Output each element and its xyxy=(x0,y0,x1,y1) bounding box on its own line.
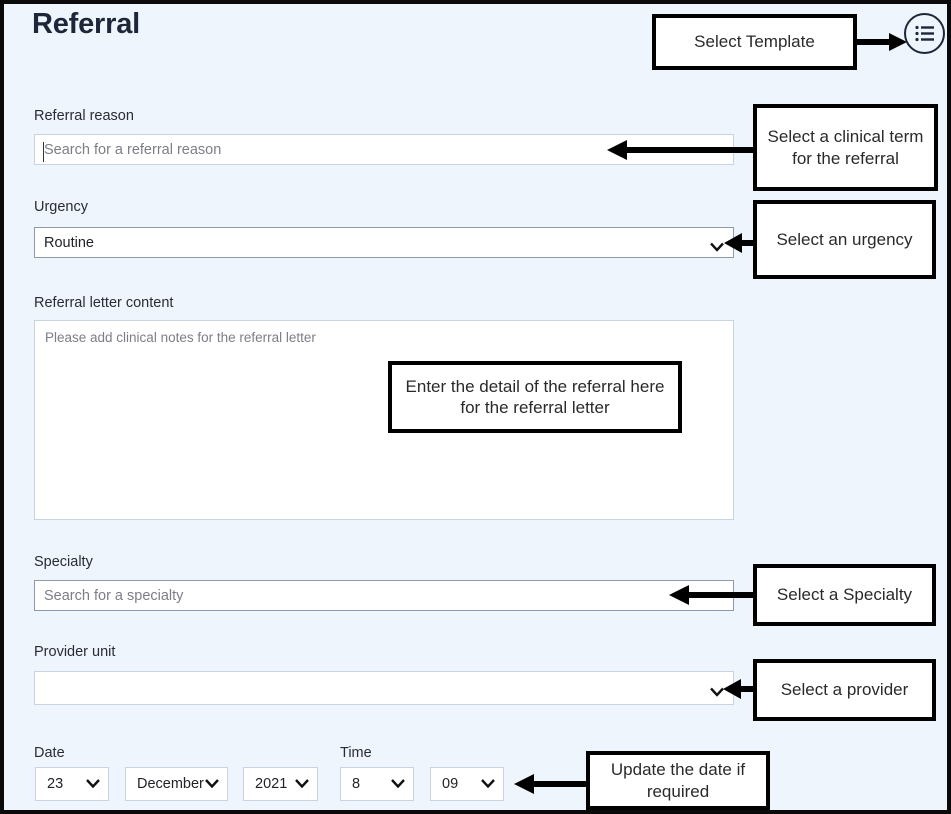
date-year-select[interactable]: 2021 xyxy=(243,767,318,801)
time-minute-select[interactable]: 09 xyxy=(430,767,504,801)
referral-reason-placeholder: Search for a referral reason xyxy=(44,141,222,158)
date-year-value: 2021 xyxy=(255,776,288,792)
callout-referral-letter-content: Enter the detail of the referral here fo… xyxy=(388,361,682,433)
label-referral-letter-content: Referral letter content xyxy=(34,295,174,311)
arrow-date xyxy=(514,771,590,797)
provider-unit-select[interactable] xyxy=(34,671,734,705)
chevron-down-icon xyxy=(295,775,309,793)
time-minute-value: 09 xyxy=(442,776,459,792)
callout-select-template: Select Template xyxy=(652,14,857,70)
label-provider-unit: Provider unit xyxy=(34,644,116,660)
callout-specialty: Select a Specialty xyxy=(753,564,936,626)
chevron-down-icon xyxy=(86,775,100,793)
select-template-button[interactable] xyxy=(904,13,945,54)
callout-provider-unit: Select a provider xyxy=(753,659,936,721)
arrow-template xyxy=(855,29,907,55)
callout-referral-reason: Select a clinical term for the referral xyxy=(753,104,938,191)
label-urgency: Urgency xyxy=(34,199,88,215)
time-hour-select[interactable]: 8 xyxy=(340,767,414,801)
date-month-value: December xyxy=(137,776,204,792)
chevron-down-icon xyxy=(391,775,405,793)
time-hour-value: 8 xyxy=(352,776,361,792)
arrow-provider-unit xyxy=(723,676,757,702)
arrow-urgency xyxy=(724,230,756,256)
page-title: Referral xyxy=(32,8,141,40)
specialty-input[interactable]: Search for a specialty xyxy=(34,580,734,611)
callout-date: Update the date if required xyxy=(586,751,770,810)
date-day-select[interactable]: 23 xyxy=(35,767,109,801)
specialty-placeholder: Search for a specialty xyxy=(44,587,184,604)
callout-urgency: Select an urgency xyxy=(753,200,936,279)
label-specialty: Specialty xyxy=(34,554,93,570)
chevron-down-icon xyxy=(481,775,495,793)
referral-letter-placeholder: Please add clinical notes for the referr… xyxy=(45,330,316,345)
chevron-down-icon xyxy=(710,238,724,252)
chevron-down-icon xyxy=(710,684,724,697)
urgency-select[interactable]: Routine xyxy=(34,227,734,258)
date-day-value: 23 xyxy=(47,776,64,792)
list-icon xyxy=(914,24,936,44)
arrow-referral-reason xyxy=(607,137,755,163)
text-caret xyxy=(43,142,44,162)
label-time: Time xyxy=(340,745,372,761)
date-month-select[interactable]: December xyxy=(125,767,228,801)
label-referral-reason: Referral reason xyxy=(34,108,134,124)
urgency-value: Routine xyxy=(44,234,94,251)
chevron-down-icon xyxy=(205,775,219,793)
label-date: Date xyxy=(34,745,65,761)
arrow-specialty xyxy=(669,582,759,608)
